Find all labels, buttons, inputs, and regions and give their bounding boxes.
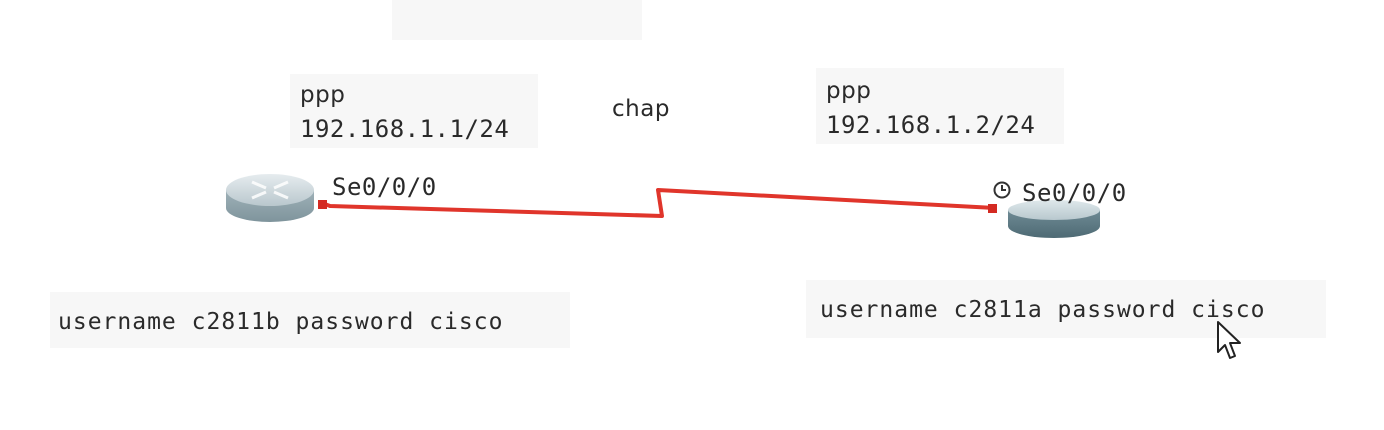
link-auth-label: chap (612, 96, 670, 122)
left-router-icon[interactable] (222, 168, 318, 232)
right-config-command: username c2811a password cisco (820, 297, 1266, 323)
background-shade (816, 68, 1064, 144)
background-shade (290, 74, 538, 148)
mouse-pointer-icon (1217, 321, 1241, 359)
right-port-connector (988, 204, 997, 213)
left-config-command: username c2811b password cisco (58, 309, 504, 335)
left-ip-label: 192.168.1.1/24 (300, 115, 510, 143)
right-router-icon[interactable] (1006, 196, 1102, 244)
clock-icon (993, 181, 1011, 199)
left-interface-label: Se0/0/0 (332, 173, 437, 201)
background-shade (50, 292, 570, 348)
background-shade (392, 0, 642, 40)
serial-link-line[interactable] (321, 188, 996, 218)
left-port-connector (318, 200, 327, 209)
right-ip-label: 192.168.1.2/24 (826, 111, 1036, 139)
left-protocol-label: ppp (300, 82, 346, 108)
right-interface-label: Se0/0/0 (1022, 179, 1127, 207)
right-protocol-label: ppp (826, 78, 872, 104)
background-shade (806, 280, 1326, 338)
